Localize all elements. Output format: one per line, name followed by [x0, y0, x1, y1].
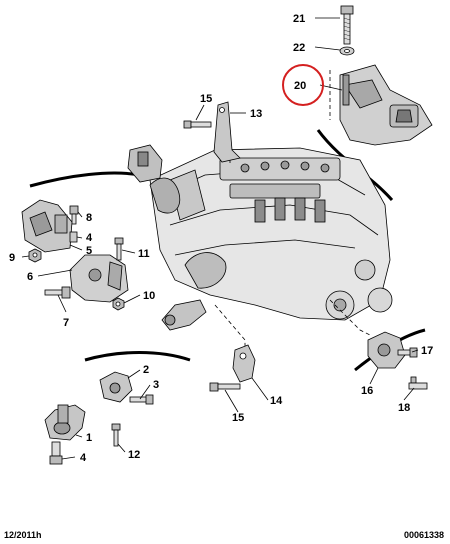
gearbox-mount: [127, 144, 163, 183]
callout-5[interactable]: 5: [86, 245, 92, 257]
callout-11[interactable]: 11: [138, 248, 150, 260]
left-mount-upper: [21, 199, 73, 253]
bolt-18: [408, 376, 428, 390]
lower-torque-rod-installed: [161, 299, 207, 331]
bolt-12: [111, 423, 121, 447]
stud-4-upper: [69, 231, 78, 243]
washer-22: [339, 46, 355, 56]
callout-17[interactable]: 17: [421, 345, 433, 357]
callout-2[interactable]: 2: [143, 364, 149, 376]
bracket-2: [99, 371, 133, 403]
stud-7: [44, 286, 71, 299]
callout-15-lower[interactable]: 15: [232, 412, 244, 424]
callout-16[interactable]: 16: [361, 385, 373, 397]
torque-rod-1: [44, 404, 86, 441]
bracket-13: [213, 101, 241, 163]
engine-assembly: [149, 147, 393, 321]
callout-15-top[interactable]: 15: [200, 93, 212, 105]
callout-14[interactable]: 14: [270, 395, 283, 407]
callout-9[interactable]: 9: [9, 252, 15, 264]
callout-7[interactable]: 7: [63, 317, 69, 329]
callout-1[interactable]: 1: [86, 432, 92, 444]
bracket-14: [232, 344, 256, 383]
footer-ref-number: 00061338: [403, 530, 444, 540]
section-arcs: [29, 129, 426, 372]
bolt-11: [114, 237, 124, 261]
bolt-4-lower: [49, 441, 63, 465]
footer-date: 12/2011h: [4, 530, 42, 540]
callout-13[interactable]: 13: [250, 108, 262, 120]
highlight-circle: [282, 64, 324, 106]
nut-9: [28, 248, 42, 263]
callout-20[interactable]: 20: [294, 80, 306, 92]
callout-4-upper[interactable]: 4: [86, 232, 93, 244]
callout-18[interactable]: 18: [398, 402, 410, 414]
bolt-8: [69, 205, 79, 225]
nut-10: [112, 297, 125, 311]
callout-8[interactable]: 8: [86, 212, 92, 224]
bolt-15-top: [183, 120, 212, 129]
callout-4-lower[interactable]: 4: [80, 452, 87, 464]
callout-10[interactable]: 10: [143, 290, 155, 302]
callout-21[interactable]: 21: [293, 13, 305, 25]
callout-22[interactable]: 22: [293, 42, 305, 54]
callout-6[interactable]: 6: [27, 271, 33, 283]
callout-12[interactable]: 12: [128, 449, 140, 461]
leader-lines: [21, 17, 419, 460]
upper-right-mount: [339, 64, 433, 146]
bolt-17: [397, 347, 418, 358]
arc-top-left: [29, 171, 141, 188]
callout-labels: 21 22 20 15 13 8 4 5 9 11 6 10 7 2 3 14 …: [9, 13, 433, 464]
bolt-21: [340, 5, 354, 45]
arc-bottom-left: [84, 351, 191, 362]
right-mount-16: [367, 331, 406, 369]
bolt-15-lower: [209, 382, 241, 392]
left-mount-lower: [69, 254, 129, 303]
bolt-3: [129, 394, 154, 405]
callout-3[interactable]: 3: [153, 379, 159, 391]
